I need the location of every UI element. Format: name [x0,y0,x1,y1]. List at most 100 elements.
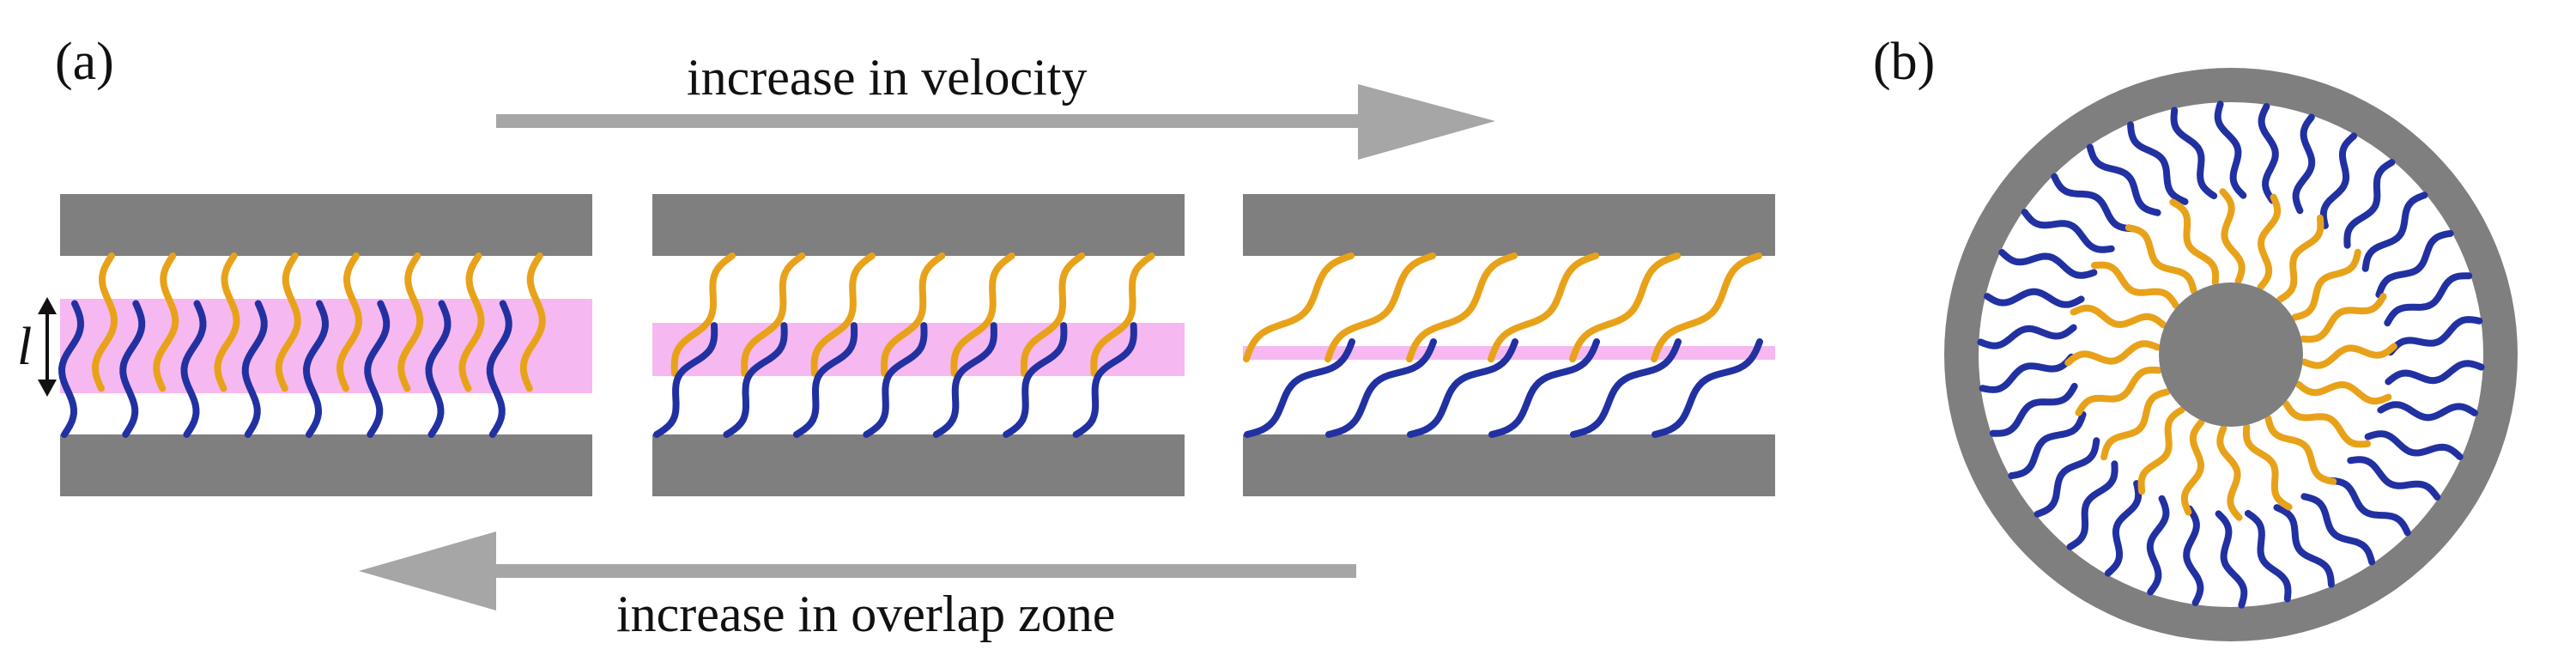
orange-chain [881,252,946,377]
orange-chain [741,252,806,377]
velocity-arrow [496,84,1495,160]
blue-chain [1977,324,2077,349]
blue-chain [2170,106,2218,200]
orange-chain [1020,252,1086,377]
orange-chain [458,252,485,392]
orange-chain [2242,423,2293,511]
blue-chain [653,322,718,438]
orange-chain [1324,252,1436,363]
blue-chain [2325,477,2411,537]
blue-chain [119,300,146,438]
blue-chain [792,322,858,438]
orange-chain [2300,293,2387,343]
blue-chain [1072,322,1137,438]
blue-chain [1989,382,2078,437]
blue-chain [2104,480,2143,577]
blue-chain [1979,353,2075,393]
orange-chain [519,252,546,392]
panel-a-label: (a) [55,33,114,91]
orange-chain [2291,248,2361,321]
blue-chain [180,300,207,438]
orange-chain [2070,304,2167,329]
top-wall [60,194,592,256]
blue-chain [2361,191,2428,272]
blue-chain [2034,437,2100,518]
orange-chain [2257,193,2282,291]
blue-chain [58,300,85,438]
blue-chain [2347,456,2441,501]
top-wall [652,194,1185,256]
orange-chain [214,252,240,392]
inner-cylinder [2159,282,2303,427]
blue-chain [2051,173,2137,233]
orange-chain [1569,252,1681,363]
blue-chain [2319,132,2358,229]
blue-chain [1325,338,1437,438]
blue-chain [1652,338,1763,438]
orange-chain [1488,252,1599,363]
blue-chain [486,300,512,438]
blue-chain [2215,510,2248,609]
blue-chain [2214,100,2247,199]
orange-chain [2075,366,2162,416]
orange-chain [275,252,301,392]
overlap-arrow-label: increase in overlap zone [616,586,1115,642]
channel-low-velocity [58,194,592,496]
overlap-arrow [359,531,1356,610]
blue-chain [2008,410,2087,480]
orange-chain [950,252,1015,377]
orange-chain [2216,424,2243,521]
blue-chain [2377,401,2478,422]
orange-chain [2064,340,2161,367]
orange-chain [2219,188,2246,285]
bottom-wall [1243,434,1775,496]
orange-chain [336,252,363,392]
blue-chain [1488,338,1600,438]
bottom-wall [60,434,592,496]
orange-chain [1651,252,1762,363]
cylinder-panel [1944,68,2518,641]
velocity-arrow-label: increase in velocity [687,49,1087,106]
orange-chain [1090,252,1155,377]
blue-chain [241,300,268,438]
orange-chain [2137,406,2185,495]
orange-chain [2282,400,2372,448]
blue-chain [2387,316,2483,356]
orange-chain [2100,388,2171,461]
blue-chain [2066,460,2118,550]
orange-chain [1406,252,1518,363]
orange-chain [670,252,736,377]
blue-chain [2385,360,2485,386]
orange-chain [1243,252,1355,363]
length-symbol: l [17,318,32,376]
blue-chain [2300,493,2376,566]
blue-chain [1984,288,2085,308]
blue-chain [425,300,452,438]
orange-chain [2124,224,2197,295]
blue-chain [2343,159,2396,249]
blue-chain [2292,113,2316,215]
blue-chain [2375,229,2454,299]
blue-chain [302,300,330,438]
blue-chain [2244,509,2292,603]
length-marker [38,297,57,397]
orange-chain [2090,261,2179,309]
blue-chain [2127,121,2189,205]
blue-chain [2146,495,2170,596]
blue-chain [2086,143,2161,216]
orange-chain [2180,418,2205,516]
blue-chain [1570,338,1682,438]
blue-chain [2021,209,2115,253]
blue-chain [1003,322,1068,438]
panel-b-label: (b) [1873,33,1935,91]
blue-chain [1407,338,1518,438]
blue-chain [2384,272,2473,327]
blue-chain [1244,338,1355,438]
blue-chain [2364,430,2464,460]
blue-chain [723,322,788,438]
blue-chain [932,322,997,438]
channel-medium-velocity [652,194,1185,496]
orange-chain [397,252,424,392]
channel-high-velocity [1243,194,1775,496]
